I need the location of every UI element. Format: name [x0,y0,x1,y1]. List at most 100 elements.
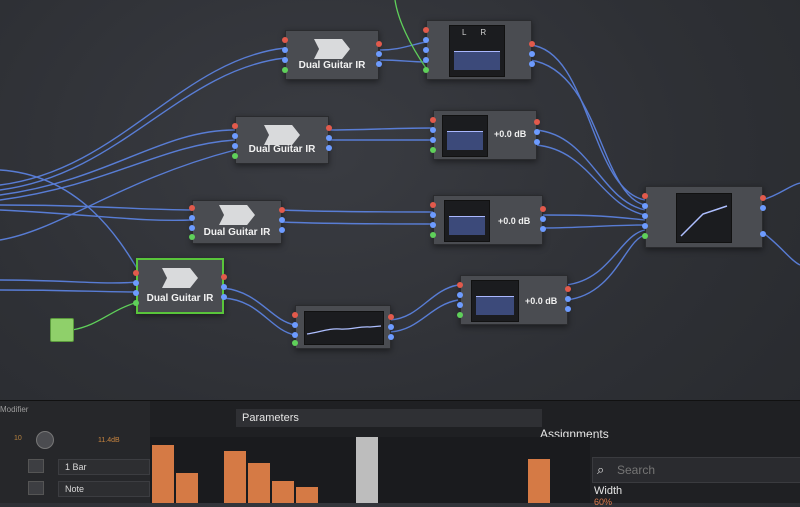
input-port[interactable] [430,212,436,218]
output-port[interactable] [534,119,540,125]
output-port[interactable] [326,135,332,141]
mode-toggle-button[interactable] [28,481,44,495]
input-port[interactable] [457,302,463,308]
output-port[interactable] [221,274,227,280]
output-port[interactable] [540,216,546,222]
mode-select[interactable]: Note [58,481,150,497]
output-port[interactable] [760,205,766,211]
step-sequencer[interactable] [150,437,590,503]
output-port[interactable] [534,129,540,135]
input-port[interactable] [282,67,288,73]
input-port[interactable] [642,203,648,209]
output-port[interactable] [388,314,394,320]
output-port[interactable] [279,227,285,233]
gain-meter-node-3[interactable]: +0.0 dB [457,275,571,325]
node-graph-canvas[interactable]: Dual Guitar IR Dual Guitar IR Dual Guita… [0,0,800,410]
step-bar[interactable] [272,481,294,503]
search-input[interactable] [615,461,789,479]
step-bar[interactable] [176,473,198,503]
output-port[interactable] [388,334,394,340]
input-port[interactable] [282,57,288,63]
output-port[interactable] [376,61,382,67]
input-port[interactable] [133,300,139,306]
modulator-node[interactable] [50,318,74,342]
input-port[interactable] [430,117,436,123]
input-port[interactable] [189,234,195,240]
output-port[interactable] [565,286,571,292]
input-port[interactable] [642,223,648,229]
step-bar[interactable] [152,445,174,503]
output-port[interactable] [326,145,332,151]
dual-guitar-ir-node-4[interactable]: Dual Guitar IR [133,258,227,314]
dual-guitar-ir-node-3[interactable]: Dual Guitar IR [189,200,285,244]
step-bar[interactable] [296,487,318,503]
dual-guitar-ir-node-2[interactable]: Dual Guitar IR [232,116,332,164]
output-port[interactable] [529,61,535,67]
output-port[interactable] [529,41,535,47]
input-port[interactable] [423,47,429,53]
sync-toggle-button[interactable] [28,459,44,473]
step-bar[interactable] [528,459,550,503]
input-port[interactable] [430,147,436,153]
input-port[interactable] [232,153,238,159]
output-port[interactable] [565,296,571,302]
output-port[interactable] [376,41,382,47]
mixer-output-node[interactable] [642,186,766,248]
input-port[interactable] [133,290,139,296]
input-port[interactable] [430,232,436,238]
output-port[interactable] [760,231,766,237]
input-port[interactable] [642,213,648,219]
output-port[interactable] [326,125,332,131]
output-port[interactable] [760,195,766,201]
gain-meter-node-2[interactable]: +0.0 dB [430,195,546,245]
rate-knob[interactable] [36,431,54,449]
input-port[interactable] [423,37,429,43]
input-port[interactable] [430,222,436,228]
input-port[interactable] [457,312,463,318]
output-port[interactable] [540,226,546,232]
input-port[interactable] [292,322,298,328]
step-bar[interactable] [224,451,246,503]
output-port[interactable] [376,51,382,57]
tab-parameters[interactable]: Parameters [236,409,542,427]
input-port[interactable] [457,282,463,288]
input-port[interactable] [423,57,429,63]
input-port[interactable] [133,280,139,286]
input-port[interactable] [282,47,288,53]
input-port[interactable] [282,37,288,43]
output-port[interactable] [388,324,394,330]
output-port[interactable] [540,206,546,212]
input-port[interactable] [232,123,238,129]
stereo-meter-node[interactable]: L R [423,20,535,80]
input-port[interactable] [292,332,298,338]
input-port[interactable] [430,137,436,143]
input-port[interactable] [642,193,648,199]
output-port[interactable] [221,284,227,290]
input-port[interactable] [189,205,195,211]
assignments-search[interactable]: ⌕ [592,457,800,483]
input-port[interactable] [133,270,139,276]
dual-guitar-ir-node-1[interactable]: Dual Guitar IR [282,30,382,80]
eq-curve-node[interactable] [292,305,394,349]
step-bar[interactable] [248,463,270,503]
input-port[interactable] [430,202,436,208]
input-port[interactable] [189,225,195,231]
input-port[interactable] [292,312,298,318]
output-port[interactable] [534,139,540,145]
output-port[interactable] [279,207,285,213]
output-port[interactable] [565,306,571,312]
output-port[interactable] [221,294,227,300]
input-port[interactable] [642,233,648,239]
input-port[interactable] [232,143,238,149]
rate-select[interactable]: 1 Bar [58,459,150,475]
step-bar-active[interactable] [356,437,378,503]
output-port[interactable] [529,51,535,57]
input-port[interactable] [292,340,298,346]
input-port[interactable] [232,133,238,139]
input-port[interactable] [423,67,429,73]
output-port[interactable] [279,217,285,223]
input-port[interactable] [457,292,463,298]
input-port[interactable] [423,27,429,33]
gain-meter-node-1[interactable]: +0.0 dB [430,110,540,160]
input-port[interactable] [430,127,436,133]
